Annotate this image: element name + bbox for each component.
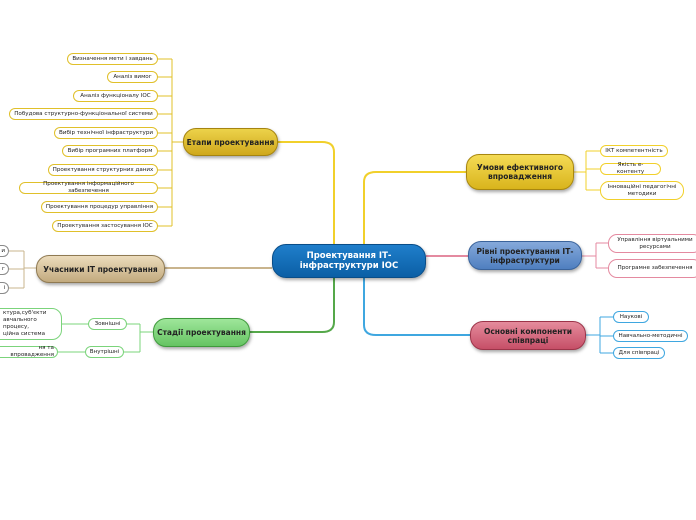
etapy-item[interactable]: Вибір програмних платформ xyxy=(62,145,158,157)
branch-rivni[interactable]: Рівні проектування ІТ-інфраструктури xyxy=(468,241,582,270)
rivni-item[interactable]: Управління віртуальними ресурсами xyxy=(608,234,696,253)
etapy-item[interactable]: Визначення мети і завдань xyxy=(67,53,158,65)
branch-stadii[interactable]: Стадії проектування xyxy=(153,318,250,347)
etapy-item[interactable]: Проектування застосування ІОС xyxy=(52,220,158,232)
uchasnyky-item[interactable]: и xyxy=(0,245,9,257)
branch-etapy[interactable]: Етапи проектування xyxy=(183,128,278,156)
etapy-item[interactable]: Проектування інформаційного забезпечення xyxy=(19,181,158,194)
etapy-item[interactable]: Аналіз вимог xyxy=(107,71,158,83)
stadii-external-detail[interactable]: ктура,суб'єкти авчального процесу, ційна… xyxy=(0,308,62,340)
stadii-sub-external[interactable]: Зовнішні xyxy=(88,318,127,330)
komponenty-item[interactable]: Для співпраці xyxy=(613,347,665,359)
etapy-item[interactable]: Аналіз функціоналу ІОС xyxy=(73,90,158,102)
etapy-item[interactable]: Побудова структурно-функціональної систе… xyxy=(9,108,158,120)
branch-komponenty[interactable]: Основні компоненти співпраці xyxy=(470,321,586,350)
umovy-item[interactable]: ІКТ компетентність xyxy=(600,145,668,157)
etapy-item[interactable]: Вибір технічної інфраструктури xyxy=(54,127,158,139)
branch-uchasnyky[interactable]: Учасники ІТ проектування xyxy=(36,255,165,283)
stadii-internal-detail[interactable]: ня та впровадження xyxy=(0,345,58,358)
branch-umovy[interactable]: Умови ефективного впровадження xyxy=(466,154,574,190)
umovy-item[interactable]: Якість е-контенту xyxy=(600,162,661,175)
etapy-item[interactable]: Проектування процедур управління xyxy=(41,201,158,213)
uchasnyky-item[interactable]: і xyxy=(0,282,9,294)
komponenty-item[interactable]: Наукові xyxy=(613,311,649,323)
komponenty-item[interactable]: Навчально-методичні xyxy=(613,330,688,342)
etapy-item[interactable]: Проектування структурних даних xyxy=(48,164,158,176)
umovy-item[interactable]: Інноваційні педагогічні методики xyxy=(600,181,684,200)
uchasnyky-item[interactable]: г xyxy=(0,263,9,275)
rivni-item[interactable]: Програмне забезпечення xyxy=(608,259,696,278)
central-topic[interactable]: Проектування ІТ-інфраструктури ІОС xyxy=(272,244,426,278)
stadii-sub-internal[interactable]: Внутрішні xyxy=(85,346,124,358)
